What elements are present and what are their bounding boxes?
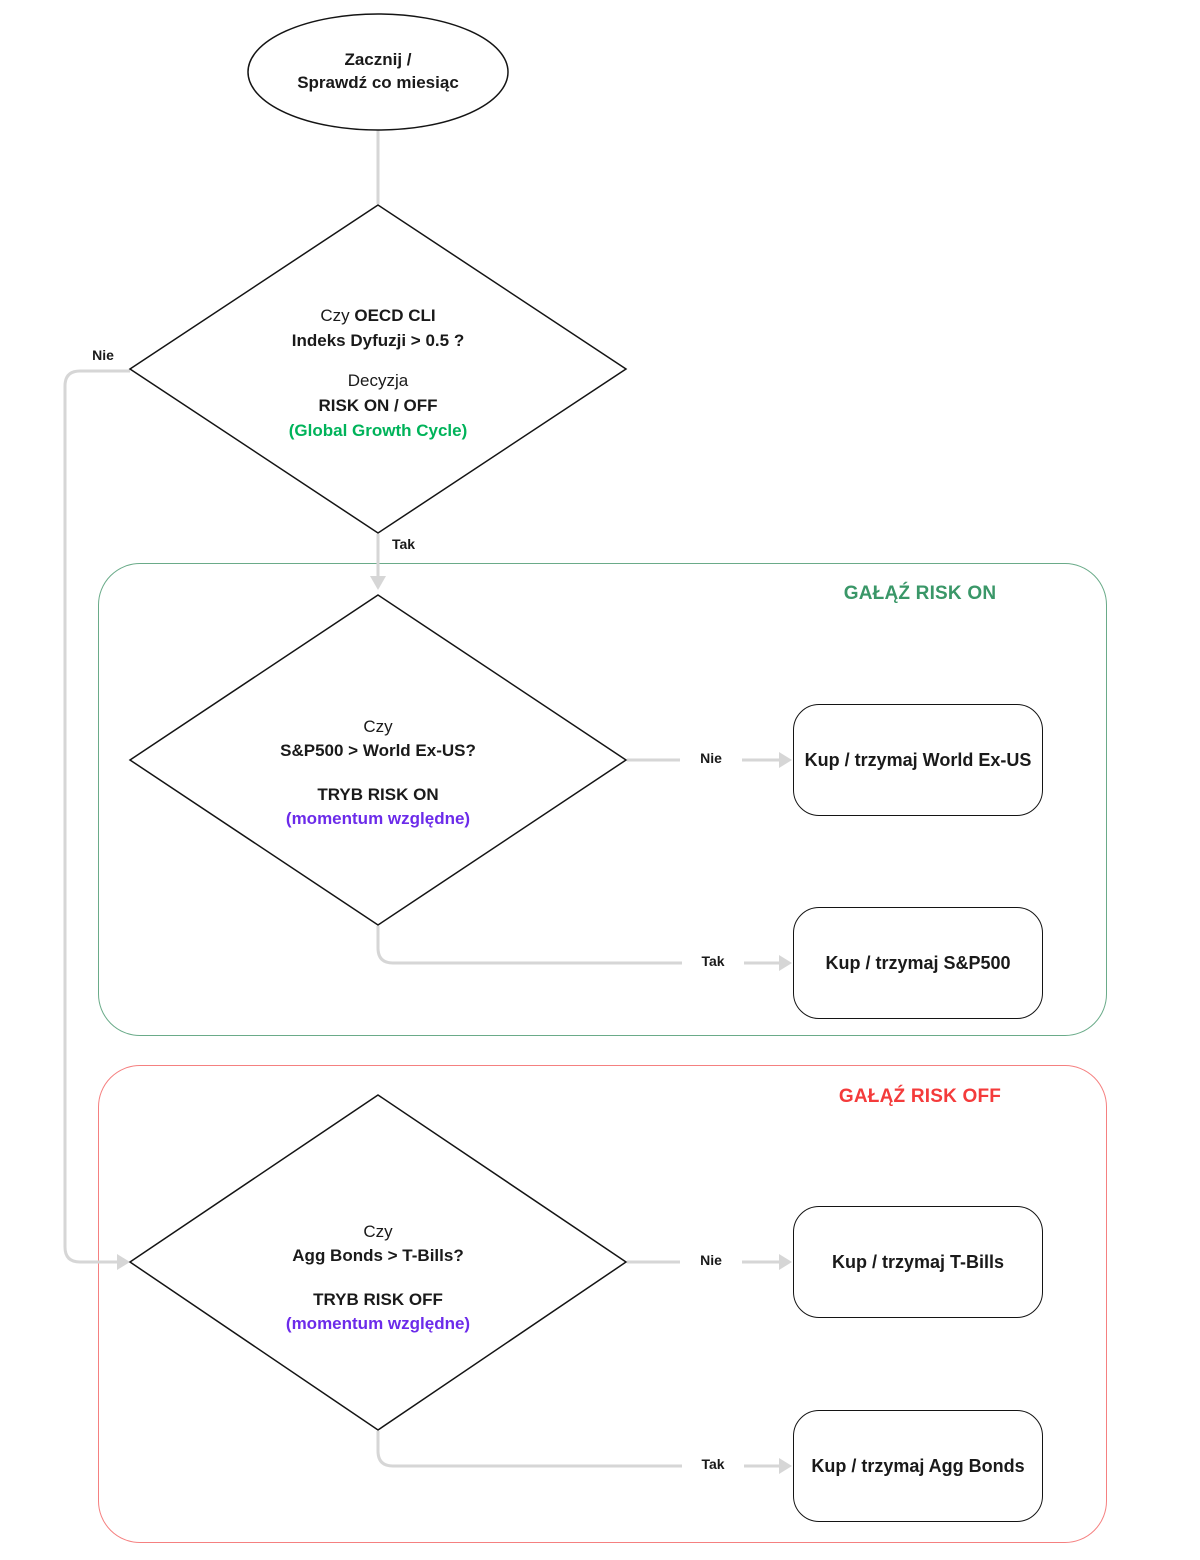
arrowhead-down-icon xyxy=(370,576,386,590)
decision-bonds-question-line2: Agg Bonds > T-Bills? xyxy=(292,1246,464,1265)
outcome-box-tbills: Kup / trzymaj T-Bills xyxy=(793,1206,1043,1318)
edge-label-yes-1: Tak xyxy=(392,536,416,552)
decision-spx-mode-accent: (momentum względne) xyxy=(285,809,471,828)
edge-label-yes-3: Tak xyxy=(682,1456,744,1472)
decision-bonds-question-line1: Czy xyxy=(363,1222,393,1241)
risk-off-branch-title: GAŁĄŹ RISK OFF xyxy=(838,1086,1002,1107)
decision-bonds-mode: TRYB RISK OFF xyxy=(313,1290,443,1309)
decision-cli-question-line2: Indeks Dyfuzji > 0.5 ? xyxy=(291,331,465,350)
arrowhead-right-icon xyxy=(779,1458,792,1474)
outcome-box-agg-bonds: Kup / trzymaj Agg Bonds xyxy=(793,1410,1043,1522)
start-node-label: Zacznij / Sprawdź co miesiąc xyxy=(248,48,508,94)
edge-label-yes-2: Tak xyxy=(682,953,744,969)
decision-cli-question-line1: Czy OECD CLI xyxy=(320,306,436,325)
connector-decision3-yes xyxy=(376,1431,780,1468)
decision-cli-subtitle: Decyzja xyxy=(347,371,409,390)
arrowhead-right-icon xyxy=(117,1254,130,1270)
decision-bonds-diamond xyxy=(128,1094,628,1431)
connector-decision2-yes xyxy=(376,926,780,965)
start-node-ellipse xyxy=(247,13,509,131)
decision-spx-label: Czy S&P500 > World Ex-US? TRYB RISK ON (… xyxy=(208,715,548,831)
outcome-box-sp500: Kup / trzymaj S&P500 xyxy=(793,907,1043,1019)
edge-label-no-3: Nie xyxy=(680,1252,742,1268)
decision-cli-subtitle-accent: (Global Growth Cycle) xyxy=(288,421,468,440)
outcome-box-world-exus: Kup / trzymaj World Ex-US xyxy=(793,704,1043,816)
arrowhead-right-icon xyxy=(779,1254,792,1270)
decision-spx-question-line2: S&P500 > World Ex-US? xyxy=(280,741,476,760)
risk-on-branch-title: GAŁĄŹ RISK ON xyxy=(843,583,997,604)
decision-bonds-label: Czy Agg Bonds > T-Bills? TRYB RISK OFF (… xyxy=(208,1220,548,1336)
decision-spx-question-line1: Czy xyxy=(363,717,393,736)
decision-bonds-mode-accent: (momentum względne) xyxy=(285,1314,471,1333)
edge-label-no-1: Nie xyxy=(75,347,131,363)
edge-label-no-2: Nie xyxy=(680,750,742,766)
arrowhead-right-icon xyxy=(779,955,792,971)
decision-cli-diamond xyxy=(128,204,628,534)
arrowhead-right-icon xyxy=(779,752,792,768)
decision-spx-mode: TRYB RISK ON xyxy=(317,785,439,804)
decision-cli-subtitle-bold: RISK ON / OFF xyxy=(318,396,438,415)
decision-spx-diamond xyxy=(128,594,628,926)
decision-cli-label: Czy OECD CLI Indeks Dyfuzji > 0.5 ? Decy… xyxy=(208,303,548,443)
connector-decision1-no xyxy=(63,369,130,1264)
start-node-line2: Sprawdź co miesiąc xyxy=(297,73,459,92)
start-node-line1: Zacznij / xyxy=(344,50,412,69)
